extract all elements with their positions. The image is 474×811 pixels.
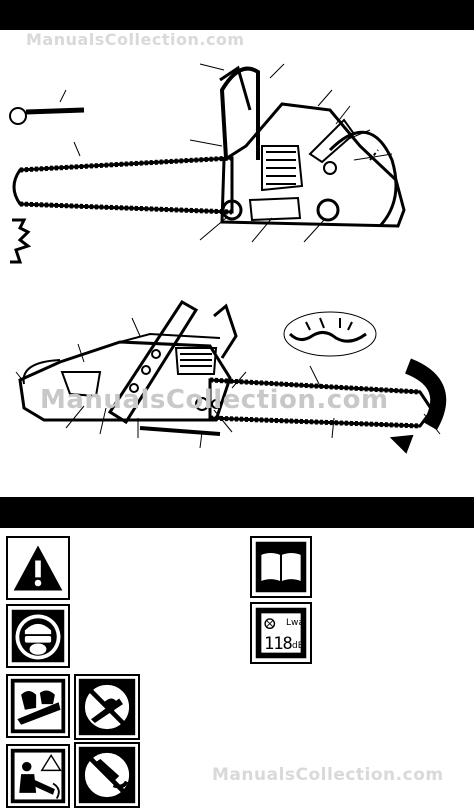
two-hand-grip-icon (6, 674, 70, 738)
combination-wrench-icon (9, 89, 85, 125)
watermark-middle: ManualsCollection.com (40, 385, 389, 415)
chainsaw-side-illustration (15, 299, 447, 454)
watermark-bottom: ManualsCollection.com (212, 765, 444, 785)
kickback-warning-icon (6, 744, 70, 808)
chain-link-icon (10, 218, 32, 264)
no-one-hand-icon (74, 674, 140, 740)
chainsaw-body (219, 65, 406, 228)
noise-value: 118 (264, 634, 293, 654)
warning-triangle-icon (6, 536, 70, 600)
no-tip-contact-icon (74, 742, 140, 808)
chain-direction-arrow-icon (389, 358, 447, 454)
open-book-icon (250, 536, 312, 598)
header-bar-symbols (0, 497, 474, 528)
noise-unit: dB (292, 641, 304, 651)
noise-level-icon: Lwa 118 dB (250, 602, 312, 664)
leader-lines (189, 63, 393, 243)
chain-detail-icon (283, 311, 377, 357)
noise-label: Lwa (286, 618, 304, 628)
guide-bar-chain (12, 141, 234, 215)
watermark-top: ManualsCollection.com (26, 30, 245, 49)
header-bar-top (0, 0, 474, 30)
chainsaw-side-body (18, 299, 238, 436)
head-protection-icon (6, 604, 70, 668)
chainsaw-overview-illustration (9, 63, 406, 264)
